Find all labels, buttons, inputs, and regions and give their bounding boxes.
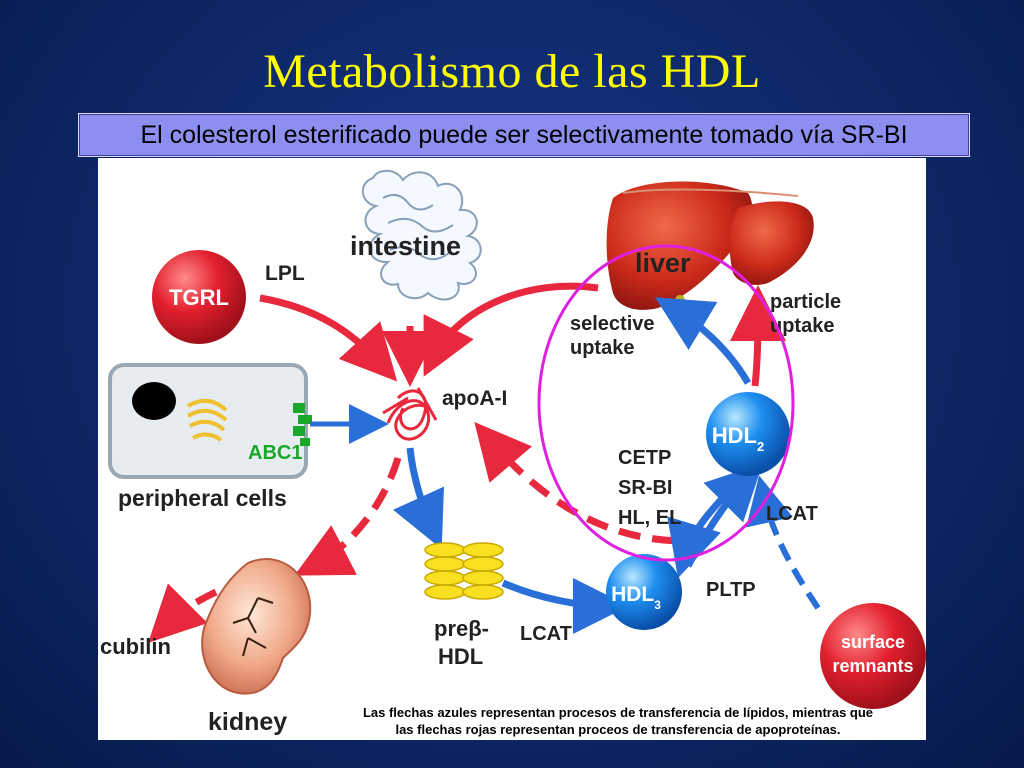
apoa1-label: apoA-I bbox=[442, 387, 507, 410]
arrow-liver-to-apoa1 bbox=[423, 282, 599, 377]
subtitle-box: El colesterol esterificado puede ser sel… bbox=[78, 113, 970, 157]
hl-el-label: HL, EL bbox=[618, 507, 681, 529]
hdl-metabolism-diagram: intestine liver TGRL LPL ABC1 per bbox=[100, 169, 926, 736]
highlight-ellipse bbox=[537, 244, 795, 562]
intestine-label: intestine bbox=[350, 231, 461, 261]
arrow-kidney-to-cubilin bbox=[148, 583, 218, 643]
hdl3-particle bbox=[606, 554, 682, 630]
srbi-label: SR-BI bbox=[618, 477, 672, 499]
kidney-illustration bbox=[201, 558, 312, 695]
liver-label: liver bbox=[635, 248, 691, 278]
arrow-hdl2-to-hdl3 bbox=[667, 473, 746, 579]
arrow-apoa1-to-prebeta bbox=[393, 447, 445, 550]
lpl-label: LPL bbox=[265, 262, 305, 285]
particle-uptake-label-2: uptake bbox=[770, 315, 834, 337]
lcat-bottom-label: LCAT bbox=[520, 623, 572, 645]
selective-uptake-label-2: uptake bbox=[570, 337, 634, 359]
kidney-label: kidney bbox=[208, 708, 287, 736]
lcat-right-label: LCAT bbox=[766, 503, 818, 525]
peripheral-cells-label: peripheral cells bbox=[118, 485, 287, 511]
abc1-transporter bbox=[293, 403, 312, 446]
abc1-label: ABC1 bbox=[248, 442, 302, 464]
apoa1-protein bbox=[382, 387, 438, 441]
arrow-hdl3-to-hdl2 bbox=[684, 463, 763, 568]
golgi-illustration bbox=[186, 398, 228, 442]
arrow-hdl2-particle-uptake bbox=[729, 285, 786, 387]
prebeta-hdl-discs bbox=[424, 542, 504, 600]
surface-remnants-particle bbox=[820, 603, 926, 709]
cetp-label: CETP bbox=[618, 447, 671, 469]
footnote: Las flechas azules representan procesos … bbox=[338, 704, 898, 738]
tgrl-label: TGRL bbox=[169, 285, 229, 310]
arrow-tgrl-to-apoa1 bbox=[259, 294, 398, 382]
diagram-panel: intestine liver TGRL LPL ABC1 per bbox=[98, 158, 926, 740]
footnote-line-2: las flechas rojas representan proceos de… bbox=[395, 722, 841, 737]
footnote-line-1: Las flechas azules representan procesos … bbox=[362, 705, 874, 720]
surface-remnants-label-2: remnants bbox=[832, 656, 913, 676]
hdl3-label: HDL3 bbox=[611, 583, 661, 612]
hdl2-particle bbox=[706, 392, 790, 476]
arrow-hdl3-to-apoa1 bbox=[474, 422, 709, 545]
arrow-apoa1-to-kidney bbox=[294, 456, 402, 576]
subtitle-text: El colesterol esterificado puede ser sel… bbox=[140, 120, 908, 149]
surface-remnants-label-1: surface bbox=[841, 632, 905, 652]
arrow-remnants-to-hdl bbox=[746, 475, 821, 610]
cubilin-label: cubilin bbox=[100, 634, 171, 659]
slide-title: Metabolismo de las HDL bbox=[263, 45, 761, 98]
particle-uptake-label-1: particle bbox=[770, 291, 841, 313]
arrow-hdl2-selective-uptake bbox=[654, 297, 752, 385]
selective-uptake-label-1: selective bbox=[570, 313, 655, 335]
pltp-label: PLTP bbox=[706, 579, 756, 601]
tgrl-particle bbox=[152, 250, 246, 344]
intestine-illustration bbox=[361, 169, 482, 301]
hdl2-label: HDL2 bbox=[712, 423, 764, 454]
cell-nucleus bbox=[132, 382, 176, 420]
arrow-prebeta-to-hdl3 bbox=[501, 577, 629, 634]
prebeta-label-1: preβ- bbox=[434, 616, 489, 641]
prebeta-label-2: HDL bbox=[438, 644, 483, 669]
